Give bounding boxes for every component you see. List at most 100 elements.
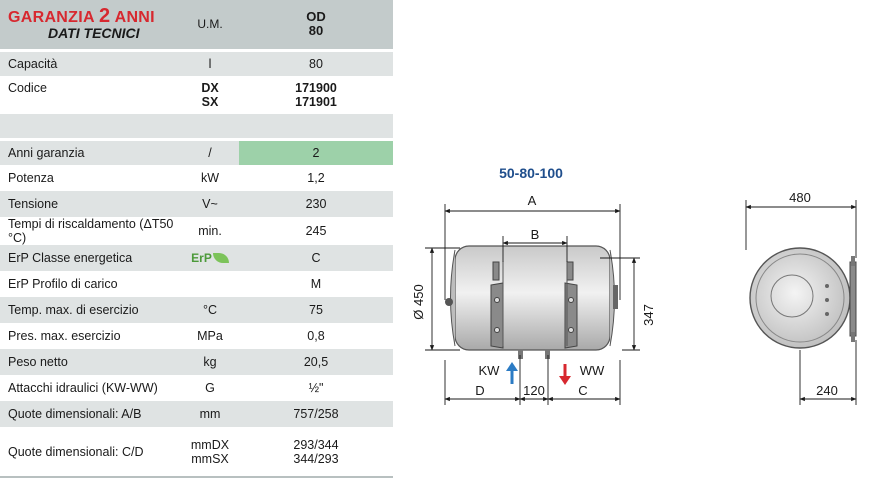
row-um-codice: DX SX <box>181 76 239 112</box>
row-value-attacchi: ½" <box>239 375 393 401</box>
dimension-drawing: 50-80-100 <box>411 165 857 405</box>
row-um-anni: / <box>181 139 239 165</box>
table-row: Quote dimensionali: C/D mmDX mmSX 293/34… <box>0 427 393 478</box>
row-label-quote-cd: Quote dimensionali: C/D <box>0 427 181 478</box>
row-value-quote-ab: 757/258 <box>239 401 393 427</box>
model-name: OD <box>306 9 326 25</box>
erp-logo: ErP <box>181 245 239 271</box>
quote-cd-value-dx: 293/344 <box>293 437 339 452</box>
row-um-pres: MPa <box>181 323 239 349</box>
row-value-quote-cd: 293/344 344/293 <box>239 427 393 478</box>
dim-label-480: 480 <box>789 190 811 205</box>
kw-label: KW <box>479 363 501 378</box>
quote-cd-value-sx: 344/293 <box>293 451 339 466</box>
brand-number: 2 <box>99 4 111 27</box>
row-label-erp-profilo: ErP Profilo di carico <box>0 271 181 297</box>
row-label-capacita: Capacità <box>0 50 181 76</box>
table-row: Potenza kW 1,2 <box>0 165 393 191</box>
row-label-peso: Peso netto <box>0 349 181 375</box>
dim-label-347: 347 <box>641 304 656 326</box>
row-um-quote-cd: mmDX mmSX <box>181 427 239 478</box>
row-um-quote-ab: mm <box>181 401 239 427</box>
row-label-attacchi: Attacchi idraulici (KW-WW) <box>0 375 181 401</box>
dim-label-a: A <box>528 193 537 208</box>
erp-logo-text: ErP <box>191 251 212 265</box>
row-label-temp: Temp. max. di esercizio <box>0 297 181 323</box>
row-value-erp-profilo: M <box>239 271 393 297</box>
brand-prefix: GARANZIA <box>8 8 95 26</box>
dim-label-c: C <box>578 383 587 398</box>
table-subtitle: DATI TECNICI <box>48 24 140 41</box>
row-value-pres: 0,8 <box>239 323 393 349</box>
codice-um-sx: SX <box>201 95 219 109</box>
row-um-capacita: l <box>181 50 239 76</box>
cold-water-inlet-arrow-icon <box>506 362 518 384</box>
row-um-erp-profilo <box>181 271 239 297</box>
dim-label-120: 120 <box>523 383 545 398</box>
row-value-capacita: 80 <box>239 50 393 76</box>
table-row: Quote dimensionali: A/B mm 757/258 <box>0 401 393 427</box>
table-row: Attacchi idraulici (KW-WW) G ½" <box>0 375 393 401</box>
table-row: Codice DX SX 171900 171901 <box>0 76 393 112</box>
brand-suffix: ANNI <box>114 8 155 26</box>
codice-um-dx: DX <box>201 81 219 95</box>
row-label-tempi: Tempi di riscaldamento (ΔT50 °C) <box>0 217 181 245</box>
row-value-tensione: 230 <box>239 191 393 217</box>
table-row: ErP Classe energetica ErP C <box>0 245 393 271</box>
table-row: Temp. max. di esercizio °C 75 <box>0 297 393 323</box>
quote-cd-um-dx: mmDX <box>190 437 230 452</box>
model-column-header: OD 80 <box>239 0 393 52</box>
hot-water-outlet-arrow-icon <box>559 364 571 385</box>
mounting-bracket-right <box>564 261 578 349</box>
table-row: Pres. max. esercizio MPa 0,8 <box>0 323 393 349</box>
row-label-anni: Anni garanzia <box>0 139 181 165</box>
ww-label: WW <box>580 363 605 378</box>
codice-value-sx: 171901 <box>295 95 337 109</box>
table-header-row: GARANZIA 2 ANNI DATI TECNICI U.M. OD 80 <box>0 0 393 52</box>
dim-label-d: D <box>475 383 484 398</box>
leaf-icon <box>212 253 229 263</box>
tank-end-view <box>749 247 857 349</box>
row-value-codice: 171900 171901 <box>239 76 393 112</box>
row-label-quote-ab: Quote dimensionali: A/B <box>0 401 181 427</box>
dim-label-240: 240 <box>816 383 838 398</box>
um-column-header: U.M. <box>181 0 239 52</box>
table-row: Peso netto kg 20,5 <box>0 349 393 375</box>
row-label-pres: Pres. max. esercizio <box>0 323 181 349</box>
row-label-tensione: Tensione <box>0 191 181 217</box>
model-range-label: 50-80-100 <box>499 165 563 181</box>
row-um-temp: °C <box>181 297 239 323</box>
row-um-attacchi: G <box>181 375 239 401</box>
mounting-bracket-left <box>490 261 504 349</box>
dim-label-diameter: Ø 450 <box>411 284 426 319</box>
warranty-brand-title: GARANZIA 2 ANNI <box>8 4 181 27</box>
table-separator-band <box>0 110 393 141</box>
tank-side-view <box>445 245 618 359</box>
side-view-dimensions <box>425 204 640 405</box>
table-row: Capacità l 80 <box>0 50 393 76</box>
row-um-peso: kg <box>181 349 239 375</box>
row-value-temp: 75 <box>239 297 393 323</box>
row-um-tensione: V~ <box>181 191 239 217</box>
row-value-tempi: 245 <box>239 217 393 245</box>
table-row: Tempi di riscaldamento (ΔT50 °C) min. 24… <box>0 217 393 245</box>
table-row: Tensione V~ 230 <box>0 191 393 217</box>
quote-cd-um-sx: mmSX <box>191 451 229 466</box>
header-title-cell: GARANZIA 2 ANNI DATI TECNICI <box>0 0 181 52</box>
row-value-erp-classe: C <box>239 245 393 271</box>
table-row: Anni garanzia / 2 <box>0 139 393 165</box>
row-value-potenza: 1,2 <box>239 165 393 191</box>
end-view-dimensions <box>745 200 857 405</box>
technical-data-table: GARANZIA 2 ANNI DATI TECNICI U.M. OD 80 … <box>0 0 393 478</box>
row-um-tempi: min. <box>181 217 239 245</box>
row-label-potenza: Potenza <box>0 165 181 191</box>
row-um-potenza: kW <box>181 165 239 191</box>
model-size: 80 <box>308 23 324 39</box>
row-label-codice: Codice <box>0 76 181 112</box>
row-value-anni: 2 <box>239 139 393 165</box>
codice-value-dx: 171900 <box>295 81 337 95</box>
dim-label-b: B <box>531 227 540 242</box>
table-row: ErP Profilo di carico M <box>0 271 393 297</box>
row-value-peso: 20,5 <box>239 349 393 375</box>
row-label-erp-classe: ErP Classe energetica <box>0 245 181 271</box>
